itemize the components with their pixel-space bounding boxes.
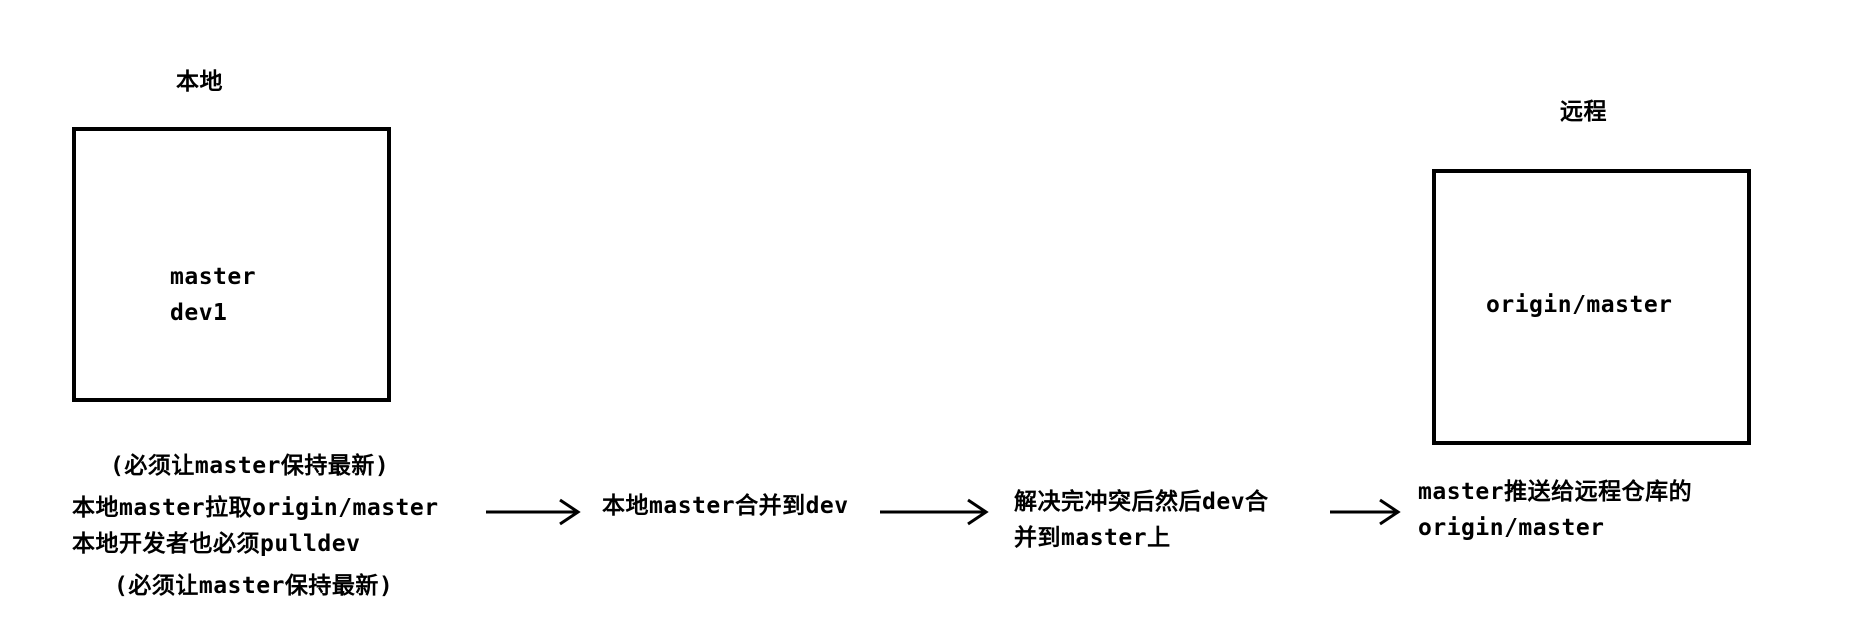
step1-pull-master: 本地master拉取origin/master bbox=[72, 495, 439, 521]
arrow-step1-to-step2 bbox=[486, 498, 581, 526]
remote-branch-origin-master: origin/master bbox=[1486, 292, 1673, 318]
local-box: master dev1 bbox=[72, 127, 391, 402]
step1-note-bottom: (必须让master保持最新) bbox=[114, 573, 394, 599]
step4-push-line1: master推送给远程仓库的 bbox=[1418, 479, 1693, 505]
local-title: 本地 bbox=[176, 69, 223, 95]
remote-box: origin/master bbox=[1432, 169, 1751, 445]
step3-resolve-line2: 并到master上 bbox=[1014, 525, 1171, 551]
step1-note-top: (必须让master保持最新) bbox=[110, 453, 390, 479]
step4-push-line2: origin/master bbox=[1418, 515, 1605, 541]
step1-pull-dev: 本地开发者也必须pulldev bbox=[72, 531, 361, 557]
local-branch-dev1: dev1 bbox=[170, 300, 228, 326]
arrow-step3-to-step4 bbox=[1330, 498, 1401, 526]
local-branch-master: master bbox=[170, 264, 257, 290]
step2-merge-master-to-dev: 本地master合并到dev bbox=[602, 493, 849, 519]
step3-resolve-line1: 解决完冲突后然后dev合 bbox=[1014, 489, 1269, 515]
remote-title: 远程 bbox=[1560, 99, 1607, 125]
arrow-step2-to-step3 bbox=[880, 498, 989, 526]
